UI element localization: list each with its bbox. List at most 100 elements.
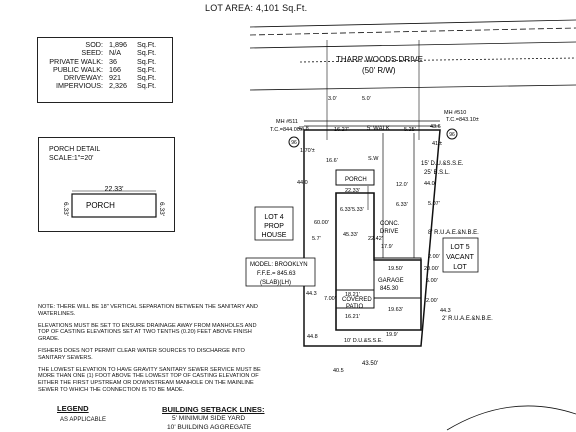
elev-rear-left: 44.8 — [307, 334, 318, 340]
model-name: MODEL: BROOKLYN — [250, 262, 308, 268]
lot5-line3: LOT — [453, 264, 467, 271]
dim-label: 5.33' — [352, 207, 364, 213]
manhole-right-tc: T.C.=843.10± — [446, 117, 479, 123]
patio-label2: PATIO — [346, 304, 363, 310]
dim-label: 5.7' — [312, 236, 321, 242]
legend-subtitle: AS APPLICABLE — [60, 417, 107, 423]
stat-unit: Sq.Ft. — [137, 64, 157, 74]
row-line — [249, 84, 576, 91]
manhole-right-symbol — [446, 128, 458, 140]
lot4-line1: LOT 4 — [264, 214, 283, 221]
stat-label: PRIVATE WALK: — [49, 56, 103, 66]
elev-mid-left: 44.0 — [297, 180, 308, 186]
lot5-label-box — [442, 237, 479, 273]
setback-line1: 5' MINIMUM SIDE YARD — [172, 415, 246, 422]
dim-label: 17.9' — [381, 244, 393, 250]
model-type: (SLAB)(LH) — [260, 280, 291, 286]
patio-label1: COVERED — [342, 297, 372, 303]
stat-unit: Sq.Ft. — [137, 81, 157, 91]
dim-label: 19.50' — [388, 266, 403, 272]
stat-value: 1,896 — [109, 40, 127, 49]
stat-unit: Sq.Ft. — [137, 73, 157, 83]
dim-label: 12.0' — [396, 182, 408, 188]
manhole-left-number: 96 — [291, 140, 297, 146]
house-footprint — [335, 169, 422, 331]
notes-block: NOTE: THERE WILL BE 18" VERTICAL SEPARAT… — [38, 304, 268, 399]
manhole-left-tc: T.C.=844.00± — [270, 127, 303, 133]
dim-label: 3.0' — [328, 96, 337, 102]
rear-dim-label: 43.50' — [362, 361, 378, 367]
stat-value: 2,326 — [109, 81, 127, 91]
porch-detail-scale: SCALE:1"=20' — [49, 155, 94, 162]
stat-label: SOD: — [85, 40, 103, 49]
street-name: THARP WOODS DRIVE — [336, 55, 423, 64]
dim-manhole-left: 1.70'± — [300, 148, 315, 154]
dim-label: 7.00' — [324, 296, 336, 302]
street-row: (50' R/W) — [362, 66, 396, 75]
sw-label: S.W — [368, 156, 379, 162]
stat-label: DRIVEWAY: — [63, 73, 103, 83]
covered-patio-outline — [335, 289, 375, 309]
rear-easement-label: 10' D.U.&S.S.E. — [344, 338, 383, 344]
dim-label: 2.00' — [426, 298, 438, 304]
driveway-edges — [382, 133, 415, 258]
porch-detail-outline — [71, 193, 157, 218]
dim-label: 16.27' — [334, 127, 349, 133]
garage-elev: 845.30 — [380, 286, 399, 292]
street-lines — [249, 19, 576, 140]
dim-label: 18.21' — [345, 292, 360, 298]
easement-label2: 25' B.S.L. — [424, 170, 450, 176]
dimension-labels: 16.27' 5.25' 16.6' 12.0' 22.33' 6.33' 5.… — [312, 96, 440, 338]
dim-label: 60.00' — [314, 220, 329, 226]
driveway — [382, 133, 415, 258]
dim-label: 6.33' — [340, 207, 352, 213]
elev-left-bottom: 44.3 — [306, 291, 317, 297]
stat-value: 36 — [109, 56, 117, 66]
dim-label: 19.9' — [386, 332, 398, 338]
stat-value: N/A — [109, 48, 121, 58]
porch-right-dim: 6.33' — [158, 202, 165, 216]
note-2: ELEVATIONS MUST BE SET TO ENSURE DRAINAG… — [38, 322, 257, 343]
stats-row: SOD: 1,896 Sq.Ft. — [41, 40, 167, 49]
porch-detail-title: PORCH DETAIL SCALE:1"=20' — [49, 145, 100, 163]
dim-label: 5.0' — [362, 96, 371, 102]
garage-label: GARAGE — [378, 278, 404, 284]
porch-left-dim: 6.33' — [62, 202, 69, 216]
dim-label: 16.21' — [345, 314, 360, 320]
stats-row: DRIVEWAY: 921 Sq.Ft. — [41, 73, 167, 83]
walk-label: 5' WALK — [367, 126, 390, 132]
manhole-right: 96 — [446, 128, 458, 140]
manhole-left-symbol — [288, 136, 300, 148]
porch-outline — [335, 169, 375, 186]
dim-label: 5.25' — [404, 127, 416, 133]
manhole-left-id: MH #511 — [276, 119, 298, 125]
lot5-line2: VACANT — [446, 254, 475, 261]
dim-label: 20.00' — [424, 266, 439, 272]
sidewalk — [304, 120, 440, 127]
stat-value: 166 — [109, 64, 121, 74]
porch-detail-box — [38, 137, 175, 232]
note-4: THE LOWEST ELEVATION TO HAVE GRAVITY SAN… — [38, 366, 261, 393]
ruae-label1: 8' R.U.A.E.&N.B.E. — [428, 230, 479, 236]
porch-width-dim: 22.33' — [105, 186, 124, 193]
dim-label: 16.6' — [326, 158, 338, 164]
dim-label: 2.00' — [428, 254, 440, 260]
dim-label: 6.33' — [396, 202, 408, 208]
elev-top-right: 43.6 — [430, 124, 441, 130]
porch-detail-heading: PORCH DETAIL — [49, 146, 101, 153]
lot4-line3: HOUSE — [262, 232, 287, 239]
setback-title: BUILDING SETBACK LINES: — [162, 405, 265, 414]
manhole-right-number: 96 — [449, 132, 455, 138]
stat-value: 921 — [109, 73, 121, 83]
setback-line2: 10' BUILDING AGGREGATE — [167, 424, 252, 431]
street-edge-line — [249, 41, 576, 49]
elev-top-left: 43.8 — [298, 126, 309, 132]
stat-unit: Sq.Ft. — [137, 40, 157, 49]
conc-drive-label1: CONC. — [380, 221, 400, 227]
stat-unit: Sq.Ft. — [137, 56, 157, 66]
lot4-line2: PROP — [264, 223, 284, 230]
stat-label: IMPERVIOUS: — [56, 81, 103, 91]
